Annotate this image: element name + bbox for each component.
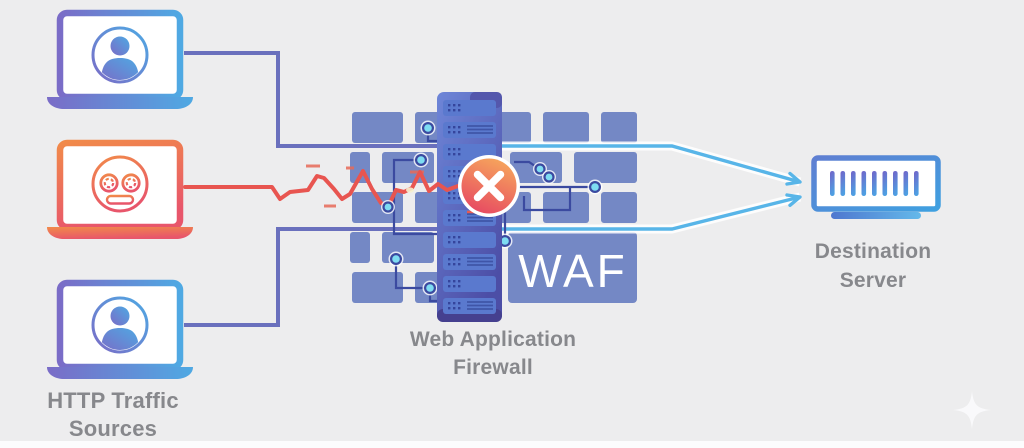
circuit-nodes (388, 120, 603, 296)
arrow-icon (785, 193, 802, 207)
circuit-node (542, 170, 556, 184)
attack-line (183, 164, 510, 214)
connection-line-bottom (184, 227, 470, 327)
circuit-node (420, 120, 436, 136)
destination-label: Destination Server (773, 237, 973, 295)
laptop-base (47, 227, 193, 239)
label-line: Sources (68, 416, 158, 441)
waf-badge-brick (508, 232, 637, 303)
filtered-line-top (485, 141, 802, 187)
blocked-x-icon (458, 155, 520, 217)
circuit-node (533, 162, 547, 176)
circuit-node (381, 200, 395, 214)
bottom-strip (0, 441, 1024, 448)
waf-badge: WAF (518, 245, 628, 297)
circuit-node (413, 152, 429, 168)
x-glyph (473, 170, 505, 202)
circuit-node (587, 179, 603, 195)
rack-unit-dots (448, 104, 461, 310)
label-line: HTTP Traffic (47, 388, 179, 413)
user-icon (91, 26, 149, 84)
laptop-user-bottom (47, 279, 193, 379)
label-line: Server (839, 269, 907, 292)
spark-dot (406, 187, 414, 193)
server-slots (830, 171, 919, 196)
circuit-node (388, 251, 404, 267)
circuit-node (422, 280, 438, 296)
laptop-user-top (47, 9, 193, 109)
server-base (831, 212, 921, 219)
sparkle-icon (953, 391, 991, 429)
user-icon (91, 296, 149, 354)
destination-server-icon (811, 155, 941, 219)
http-traffic-label: HTTP Traffic Sources (23, 387, 203, 443)
laptop-base (47, 367, 193, 379)
label-line: Firewall (453, 356, 533, 379)
laptop-base (47, 97, 193, 109)
label-line: Web Application (409, 328, 577, 351)
connection-line-top (184, 51, 470, 148)
bot-icon (91, 155, 149, 213)
filtered-line-bottom (485, 192, 802, 234)
label-line: Destination (814, 240, 932, 263)
waf-label: Web Application Firewall (393, 326, 593, 382)
laptop-bot (47, 139, 193, 239)
arrow-icon (785, 171, 802, 186)
